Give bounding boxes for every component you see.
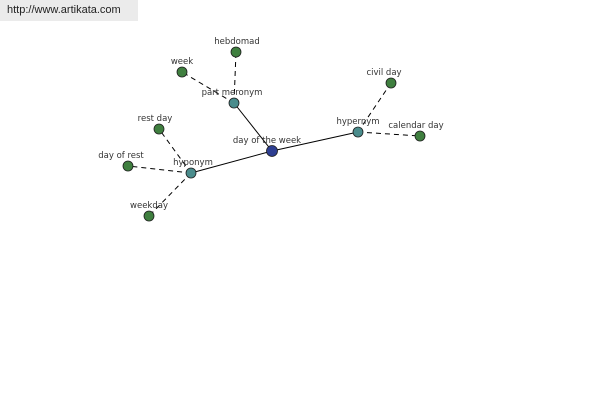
node-label-rest-day: rest day (138, 114, 173, 124)
node-label-hyponym: hyponym (173, 158, 213, 168)
node-label-hypernym: hypernym (336, 117, 379, 127)
node-label-center: day of the week (233, 136, 301, 146)
edge-hypernym-to-calendar-day (357, 131, 421, 137)
node-label-part-meronym: part meronym (202, 88, 263, 98)
edge-hyponym-to-day-of-rest (127, 165, 192, 174)
node-label-hebdomad: hebdomad (214, 37, 260, 47)
node-label-week: week (171, 57, 193, 67)
edge-hyponym-to-rest-day (158, 128, 192, 174)
edge-part-meronym-to-week (181, 71, 235, 104)
node-label-calendar-day: calendar day (388, 121, 443, 131)
node-label-civil-day: civil day (366, 68, 401, 78)
node-label-weekday: weekday (130, 201, 168, 211)
graph-labels: day of the week part meronym hypernym hypon… (98, 37, 443, 211)
node-hyponym[interactable] (185, 167, 197, 179)
node-label-day-of-rest: day of rest (98, 151, 144, 161)
graph-nodes (122, 46, 426, 222)
node-week[interactable] (176, 66, 188, 78)
node-center[interactable] (266, 145, 278, 157)
node-calendar-day[interactable] (414, 130, 426, 142)
node-day-of-rest[interactable] (122, 160, 134, 172)
edge-hypernym-to-civil-day (357, 82, 392, 133)
node-rest-day[interactable] (153, 123, 165, 135)
node-hypernym[interactable] (352, 126, 364, 138)
watermark-url: http://www.artikata.com (0, 0, 138, 21)
edge-center-to-hypernym (271, 131, 359, 152)
edge-center-to-hyponym (190, 150, 273, 174)
node-hebdomad[interactable] (230, 46, 242, 58)
graph-edges (127, 51, 421, 217)
edge-center-to-part-meronym (233, 102, 273, 152)
node-weekday[interactable] (143, 210, 155, 222)
node-part-meronym[interactable] (228, 97, 240, 109)
node-civil-day[interactable] (385, 77, 397, 89)
edge-hyponym-to-weekday (148, 172, 192, 217)
